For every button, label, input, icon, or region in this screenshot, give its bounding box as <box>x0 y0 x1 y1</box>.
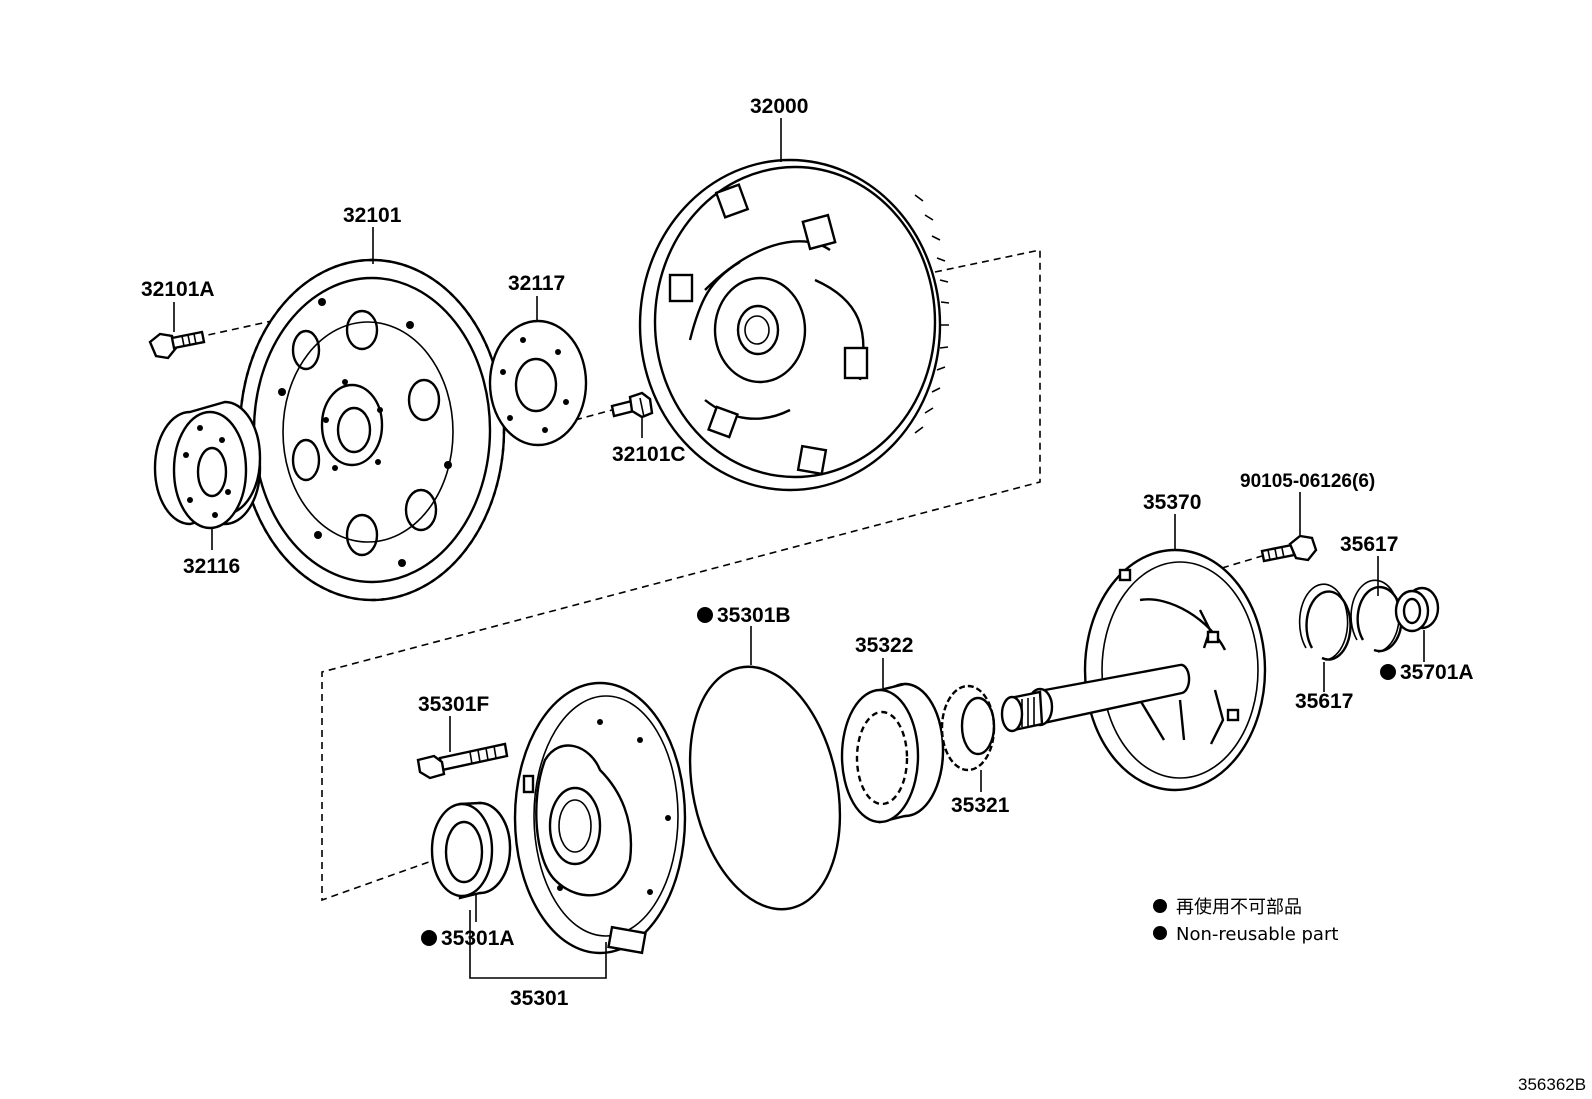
label-35321: 35321 <box>951 794 1010 817</box>
label-32101C: 32101C <box>612 443 686 466</box>
torque-converter-32000 <box>638 158 950 492</box>
label-35617-bottom: 35617 <box>1295 690 1353 713</box>
bolt-32101A <box>148 330 206 360</box>
diagram-code: 356362B <box>1518 1075 1586 1094</box>
legend-marker-jp <box>1153 899 1167 913</box>
label-32101A: 32101A <box>141 278 215 301</box>
driven-gear-35322 <box>840 682 945 824</box>
drive-gear-35321 <box>940 684 996 772</box>
non-reusable-marker-35301A <box>421 930 437 946</box>
stator-shaft-35370 <box>1000 548 1267 792</box>
o-ring-35301B <box>688 665 842 911</box>
bolt-32101C <box>610 391 654 419</box>
label-35370: 35370 <box>1143 491 1201 514</box>
bolt-90105-06126 <box>1260 534 1318 563</box>
non-reusable-marker-35701A <box>1380 664 1396 680</box>
snap-ring-35617-upper <box>1350 579 1403 653</box>
label-32101: 32101 <box>343 204 402 227</box>
part-labels: 32000 32101 32101A 32117 32101C 32116 90… <box>141 95 1474 1010</box>
drive-plate-32101 <box>238 258 506 602</box>
legend-marker-en <box>1153 926 1167 940</box>
label-35301F: 35301F <box>418 693 489 716</box>
snap-ring-35617-lower <box>1298 583 1352 661</box>
label-35617-top: 35617 <box>1340 533 1398 556</box>
bolt-35301F <box>416 742 509 780</box>
label-35322: 35322 <box>855 634 913 657</box>
label-35301B: 35301B <box>717 604 791 627</box>
non-reusable-marker-35301B <box>697 607 713 623</box>
label-32000: 32000 <box>750 95 808 118</box>
label-35301A: 35301A <box>441 927 515 950</box>
oil-pump-body-35301 <box>513 681 687 955</box>
label-35701A: 35701A <box>1400 661 1474 684</box>
spacer-32116 <box>153 400 262 530</box>
label-35301: 35301 <box>510 987 569 1010</box>
legend: 再使用不可部品 Non-reusable part <box>1153 897 1338 945</box>
label-32116: 32116 <box>183 555 240 578</box>
oil-seal-35301A <box>430 801 512 900</box>
legend-text-jp: 再使用不可部品 <box>1176 897 1302 918</box>
spacer-32117 <box>488 319 588 447</box>
legend-text-en: Non-reusable part <box>1176 924 1338 945</box>
label-32117: 32117 <box>508 272 565 295</box>
leader-lines <box>173 118 1425 979</box>
bushing-35701A <box>1394 586 1440 633</box>
label-90105-06126: 90105-06126(6) <box>1240 471 1375 492</box>
